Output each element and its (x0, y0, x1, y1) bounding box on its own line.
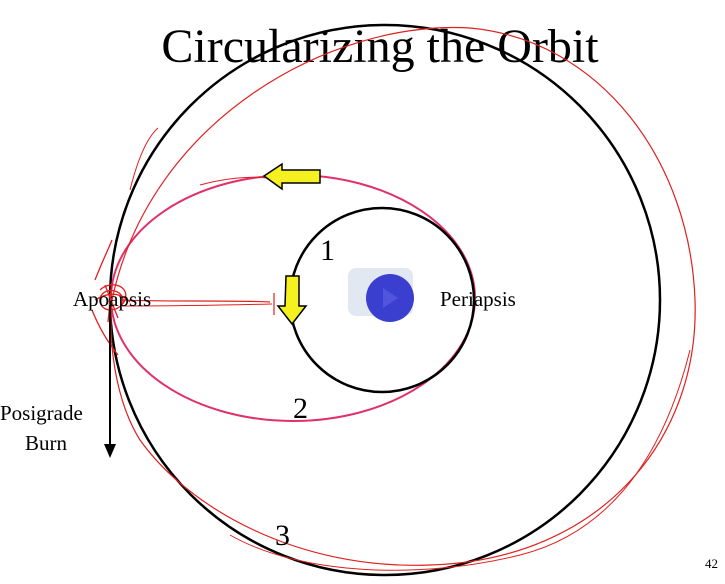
orbit-3-number: 3 (275, 519, 290, 552)
play-triangle-icon (383, 288, 398, 308)
arrow-down-icon (276, 275, 308, 326)
annotation-tick-top (199, 176, 269, 186)
annotation-horizontal-line (121, 299, 271, 303)
periapsis-label: Periapsis (440, 287, 516, 311)
annotation-tick-left (129, 127, 159, 191)
annotation-outer-trace (110, 26, 696, 566)
page-title: Circularizing the Orbit (161, 20, 599, 73)
page-number: 42 (705, 556, 718, 571)
burn-arrow-head-icon (104, 444, 116, 458)
orbit-2-number: 2 (293, 392, 308, 425)
arrow-left-icon (262, 162, 321, 191)
annotation-horizontal-line-2 (121, 303, 273, 307)
burn-label-line1: Posigrade (0, 401, 83, 425)
annotation-outer-trace-2 (229, 349, 691, 571)
burn-label-line2: Burn (25, 431, 68, 455)
orbit-1-number: 1 (320, 234, 335, 267)
apoapsis-label: Apoapsis (73, 287, 151, 311)
